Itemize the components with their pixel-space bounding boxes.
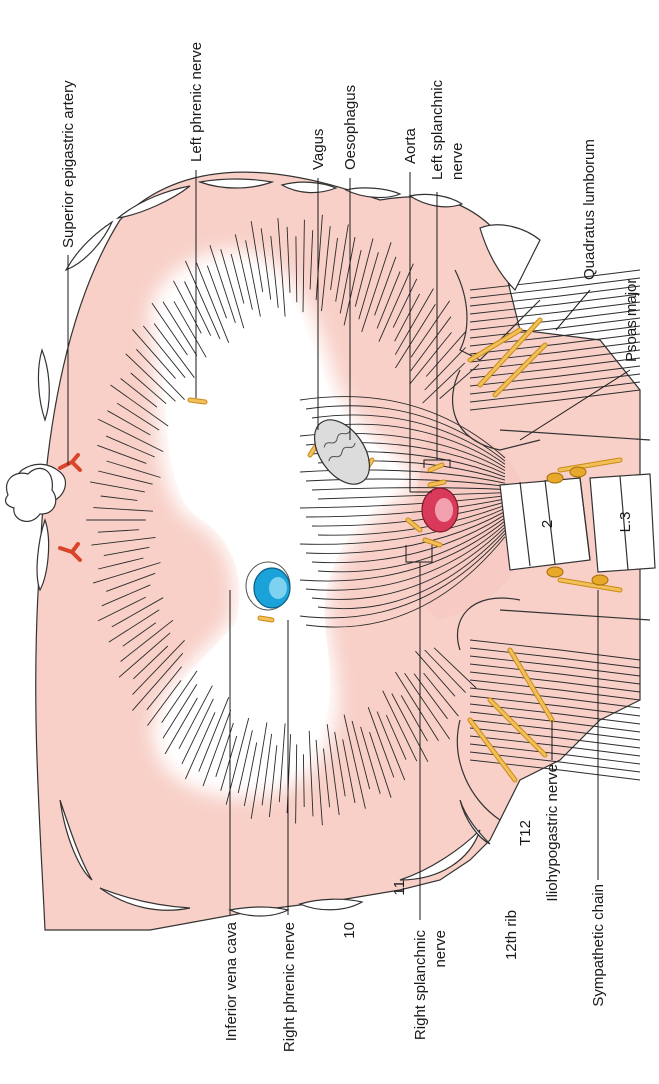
label-superior-epigastric-artery: Superior epigastric artery [60, 80, 77, 248]
label-rib-12: 12th rib [503, 910, 520, 960]
label-vagus: Vagus [310, 129, 327, 170]
label-oesophagus: Oesophagus [342, 85, 359, 170]
label-t12: T12 [517, 820, 534, 846]
label-rib-11: 11 [391, 880, 408, 896]
label-right-splanchnic-1: Right splanchnic [412, 930, 429, 1041]
label-psoas-major: Psoas major [623, 279, 640, 362]
label-right-splanchnic-2: nerve [432, 930, 449, 968]
label-rib-10: 10 [341, 922, 358, 939]
label-left-splanchnic-1: Left splanchnic [429, 79, 446, 180]
label-left-splanchnic-2: nerve [449, 142, 466, 180]
aorta-structure [422, 488, 458, 532]
label-inferior-vena-cava: Inferior vena cava [223, 921, 240, 1041]
xiphoid-process [6, 468, 56, 521]
label-vertebra-2: 2 [539, 520, 556, 528]
label-aorta: Aorta [402, 127, 419, 164]
label-right-phrenic-nerve: Right phrenic nerve [281, 922, 298, 1052]
label-vertebra-l3: L.3 [617, 512, 634, 533]
label-quadratus-lumborum: Quadratus lumborum [581, 139, 598, 280]
label-sympathetic-chain: Sympathetic chain [590, 884, 607, 1007]
label-left-phrenic-nerve: Left phrenic nerve [188, 42, 205, 162]
label-iliohypogastric-nerve: Iliohypogastric nerve [544, 764, 561, 902]
